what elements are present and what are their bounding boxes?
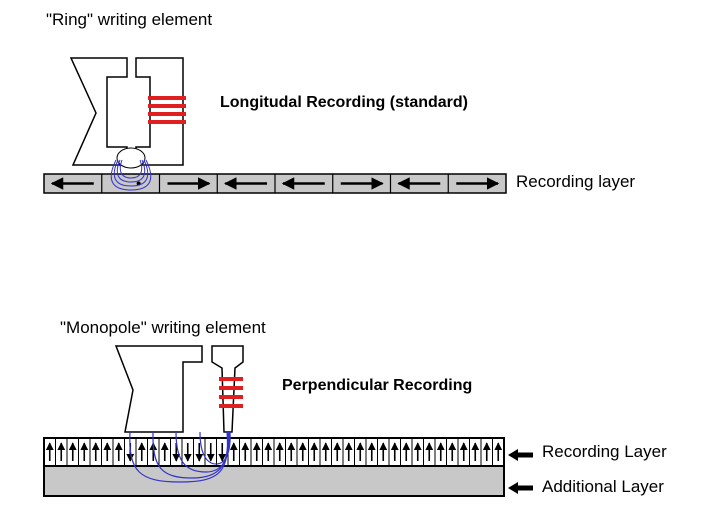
monopole-element-label: "Monopole" writing element xyxy=(60,318,266,337)
ring-write-head xyxy=(69,57,184,169)
perp-recording-layer-label: Recording Layer xyxy=(542,442,667,461)
longitudinal-bits xyxy=(50,174,500,193)
ring-element-label: "Ring" writing element xyxy=(46,10,213,29)
perpendicular-bits xyxy=(45,438,503,466)
layer-pointer-arrows xyxy=(508,449,533,494)
monopole-head-coil xyxy=(219,377,243,408)
perpendicular-recording-title: Perpendicular Recording xyxy=(282,377,473,394)
additional-layer-label: Additional Layer xyxy=(542,477,664,496)
ring-head-coil xyxy=(148,96,186,124)
longitudinal-recording-title: Longitudal Recording (standard) xyxy=(220,94,468,111)
monopole-flux-lines xyxy=(129,431,231,483)
additional-layer xyxy=(43,465,505,497)
recording-layer-label: Recording layer xyxy=(516,172,636,191)
ring-flux-lines xyxy=(110,159,152,191)
